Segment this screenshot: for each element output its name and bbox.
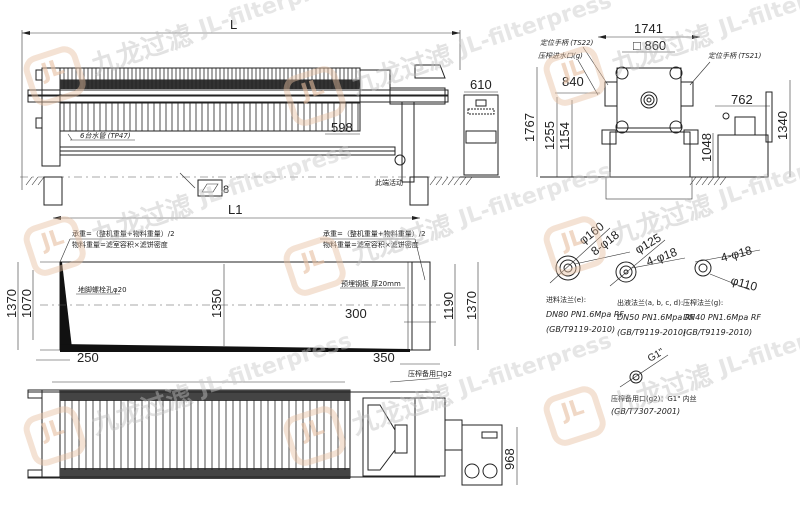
flange-abcd-title: 出液法兰(a, b, c, d): <box>617 298 683 307</box>
dim-1340: 1340 <box>775 111 790 140</box>
flange-g-spec: DN40 PN1.6Mpa RF <box>683 313 761 322</box>
flange-g-holes: 4-φ18 <box>719 243 754 265</box>
flange-details: φ160 8-φ18 进料法兰(e): DN80 PN1.6Mpa RF (GB… <box>546 219 761 416</box>
label-handle-ts22: 定位手柄 (TS22) <box>540 39 594 47</box>
dim-598: 598 <box>331 120 353 135</box>
port-g2-title: 压榨备用口(g2)：G1" 内丝 <box>611 394 697 403</box>
filter-plates-front <box>59 67 361 132</box>
hydraulic-station: 762 1048 1340 <box>689 80 791 186</box>
plan-view: 压榨备用口g2 968 <box>27 369 518 486</box>
label-embedded-plate: 预埋钢板 厚20mm <box>341 279 401 288</box>
dim-1370-left: 1370 <box>4 289 19 318</box>
label-bolt-hole: 地脚螺栓孔φ20 <box>78 285 127 294</box>
dim-1767: 1767 <box>522 113 537 142</box>
port-g2-std: (GB/T7307-2001) <box>611 407 680 416</box>
dim-1741: 1741 <box>634 21 663 36</box>
front-view: L 598 6台水管 (TP47) <box>20 17 500 220</box>
note-load-right: 承重=（整机重量+物料重量）/2 <box>323 229 426 238</box>
dim-610: 610 <box>470 77 492 92</box>
note-material-left: 物料重量=滤室容积×滤饼密度 <box>72 240 168 249</box>
dim-300: 300 <box>345 306 367 321</box>
dim-L: L <box>230 17 237 32</box>
end-view: 1741 □ 860 定位手柄 (TS22) 压榨进水口(g) 定位手柄 (TS… <box>522 21 791 200</box>
control-cabinet-front: 610 <box>460 77 500 178</box>
dim-1190: 1190 <box>441 292 456 320</box>
dim-1350: 1350 <box>209 289 224 318</box>
flange-e-spec: DN80 PN1.6Mpa RF <box>546 310 624 319</box>
label-backup-port-g2: 压榨备用口g2 <box>408 369 452 378</box>
port-g2: G1" 压榨备用口(g2)：G1" 内丝 (GB/T7307-2001) <box>611 346 697 416</box>
label-press-inlet: 压榨进水口(g) <box>538 52 583 60</box>
label-flatness-value: 8 <box>223 184 229 196</box>
dim-840: 840 <box>562 74 584 89</box>
flange-g-std: (GB/T9119-2010) <box>683 328 752 337</box>
dim-1154: 1154 <box>557 122 572 150</box>
dim-1070: 1070 <box>19 289 34 318</box>
note-load-left: 承重=（整机重量+物料重量）/2 <box>72 229 175 238</box>
port-g2-thread: G1" <box>646 346 667 364</box>
dim-1255: 1255 <box>542 121 557 150</box>
flange-e-title: 进料法兰(e): <box>546 295 586 304</box>
dim-1048: 1048 <box>699 133 714 162</box>
note-material-right: 物料重量=滤室容积×滤饼密度 <box>323 240 419 249</box>
dim-350: 350 <box>373 350 395 365</box>
dim-1370-right: 1370 <box>464 291 479 320</box>
flange-abcd-std: (GB/T9119-2010) <box>617 328 686 337</box>
label-tail-sliding: 此端活动 <box>375 178 403 187</box>
foundation-view: 承重=（整机重量+物料重量）/2 物料重量=滤室容积×滤饼密度 承重=（整机重量… <box>4 229 479 365</box>
dim-762: 762 <box>731 92 753 107</box>
dim-968: 968 <box>502 448 517 470</box>
dim-250: 250 <box>77 350 99 365</box>
label-handle-ts21: 定位手柄 (TS21) <box>708 52 762 60</box>
flange-press: 4-φ18 φ110 压榨法兰(g): DN40 PN1.6Mpa RF (GB… <box>683 243 761 337</box>
flange-abcd-spec: DN50 PN1.6Mpa RF <box>617 313 695 322</box>
dim-square-860: □ 860 <box>633 38 666 53</box>
dim-L1: L1 <box>228 202 242 217</box>
flange-g-title: 压榨法兰(g): <box>683 298 723 307</box>
flange-g-diameter: φ110 <box>729 273 759 294</box>
label-feed-pipe: 6台水管 (TP47) <box>80 132 131 140</box>
flange-e-std: (GB/T9119-2010) <box>546 325 615 334</box>
